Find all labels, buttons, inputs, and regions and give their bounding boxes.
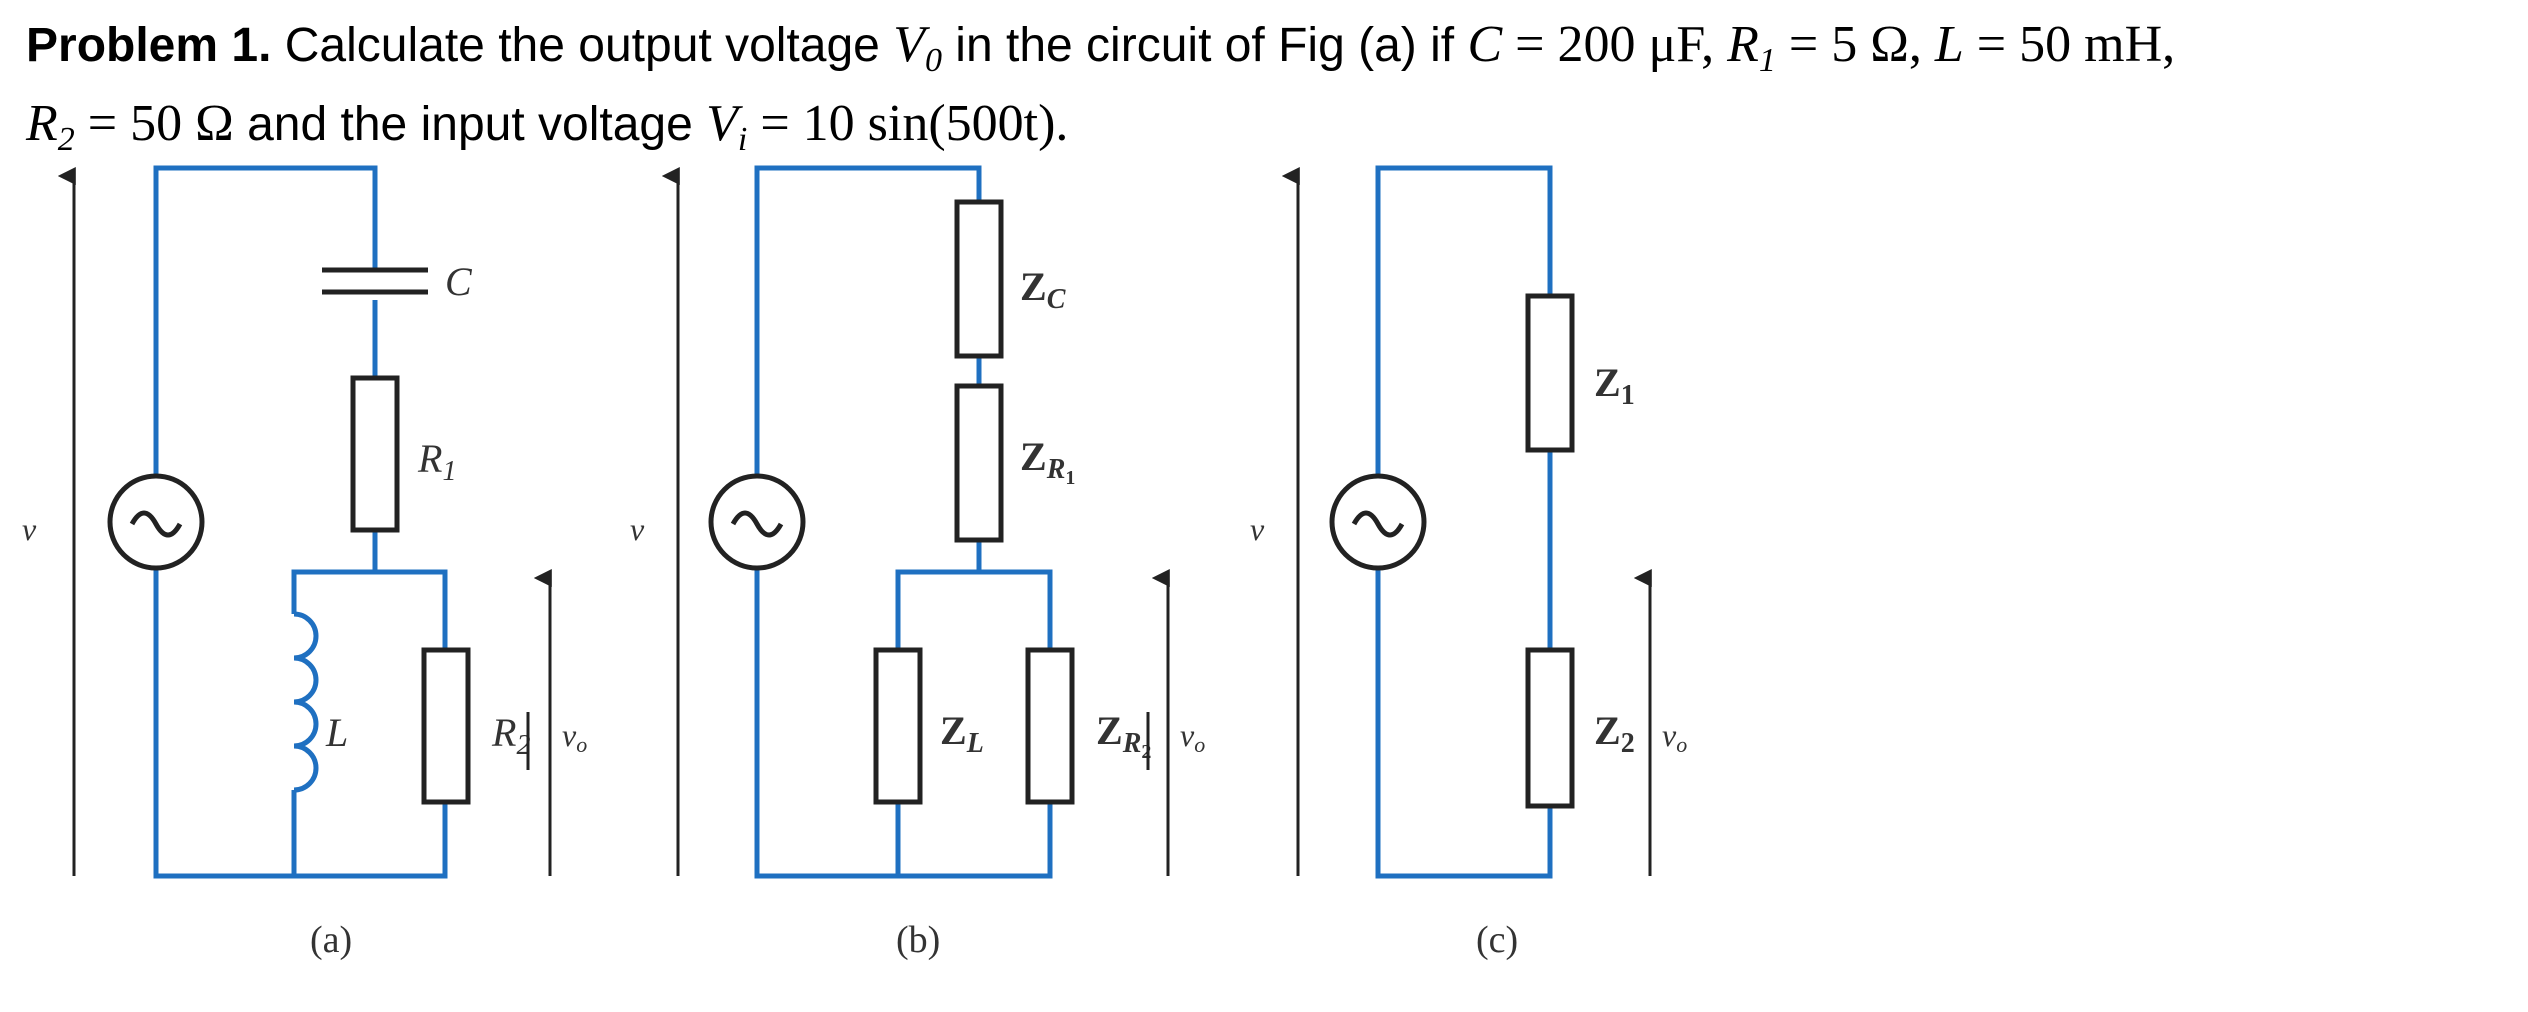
- fig-c-v-label: v: [1250, 511, 1265, 547]
- sine-icon: [730, 510, 784, 538]
- label-c: C: [445, 259, 473, 304]
- label-l: L: [325, 710, 348, 755]
- l-value: = 50 mH,: [1963, 16, 2176, 73]
- r1-value: = 5 Ω,: [1775, 16, 1935, 73]
- impedance-zr1: [954, 383, 1004, 543]
- c-value: = 200 μF,: [1502, 16, 1728, 73]
- figure-a: C R1 L R2 v vo (a): [22, 165, 587, 961]
- impedance-z1: [1525, 293, 1575, 453]
- label-zr2: ZR2: [1096, 708, 1151, 763]
- label-zc: ZC: [1020, 264, 1066, 315]
- r2-symbol: R2: [26, 95, 75, 158]
- impedance-zr2: [1025, 647, 1075, 805]
- r2-value: = 50 Ω: [74, 95, 234, 152]
- capacitor-c: [322, 267, 428, 295]
- inductor-l: [293, 611, 319, 793]
- fig-c-vo-label: vo: [1662, 717, 1687, 757]
- problem-text-3: and the input voltage: [247, 98, 693, 151]
- impedance-z2: [1525, 647, 1575, 809]
- label-r2: R2: [491, 710, 530, 761]
- vi-value: = 10 sin(500t).: [747, 95, 1069, 152]
- figure-b: ZC ZR1 ZL ZR2 v vo (b): [630, 165, 1205, 961]
- label-z2: Z2: [1594, 708, 1635, 759]
- c-symbol: C: [1467, 16, 1503, 73]
- fig-a-vo-label: vo: [562, 717, 587, 757]
- problem-statement: Problem 1. Calculate the output voltage …: [26, 6, 2496, 164]
- fig-b-caption: (b): [896, 919, 940, 961]
- problem-label: Problem 1.: [26, 19, 272, 72]
- problem-text-1: Calculate the output voltage: [284, 19, 880, 72]
- impedance-zl: [873, 647, 923, 805]
- fig-a-wires: [153, 165, 448, 879]
- problem-text-2: in the circuit of Fig (a) if: [955, 19, 1455, 72]
- fig-b-vo-label: vo: [1180, 717, 1205, 757]
- label-z1: Z1: [1594, 360, 1635, 411]
- label-zr1: ZR1: [1020, 434, 1075, 489]
- vi-symbol: Vi: [706, 95, 748, 158]
- fig-a-caption: (a): [310, 919, 352, 961]
- resistor-r2: [421, 647, 471, 805]
- sine-icon: [1351, 510, 1405, 538]
- vo-symbol: V0: [893, 16, 942, 79]
- label-zl: ZL: [940, 708, 984, 759]
- label-r1: R1: [417, 436, 456, 487]
- impedance-zc: [954, 199, 1004, 359]
- sine-icon: [129, 510, 183, 538]
- fig-b-v-label: v: [630, 511, 645, 547]
- r1-symbol: R1: [1727, 16, 1776, 79]
- fig-c-wires: [1375, 165, 1553, 879]
- resistor-r1: [350, 375, 400, 533]
- l-symbol: L: [1934, 16, 1964, 73]
- figure-c: Z1 Z2 v vo (c): [1250, 165, 1687, 961]
- fig-c-caption: (c): [1476, 919, 1518, 961]
- fig-a-v-label: v: [22, 511, 37, 547]
- fig-b-wires: [754, 165, 1053, 879]
